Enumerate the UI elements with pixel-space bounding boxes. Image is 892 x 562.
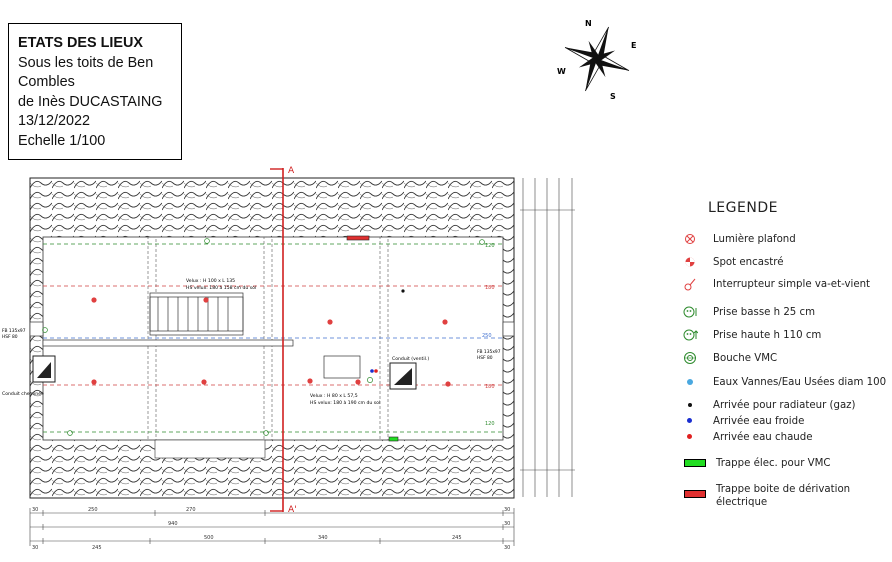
dim-row2-a: 940 — [168, 521, 178, 527]
legend-label: Interrupteur simple va-et-vient — [713, 278, 871, 290]
title-date: 13/12/2022 — [18, 113, 91, 130]
lower-bay-left — [154, 439, 266, 459]
level-180-top: 180 — [485, 285, 495, 291]
legend-item-gas: Arrivée pour radiateur (gaz) — [682, 396, 856, 414]
legend-item-vmc: Bouche VMC — [682, 349, 777, 367]
cold-water-point — [370, 369, 374, 373]
ceiling-light-icon — [682, 231, 698, 247]
legend-label: Prise haute h 110 cm — [713, 329, 822, 341]
staircase — [149, 292, 244, 336]
legend-label: Eaux Vannes/Eau Usées diam 100 — [713, 376, 887, 388]
window-right — [502, 321, 515, 337]
dim-row3-a: 30 — [32, 545, 38, 551]
legend-item-ceiling-light: Lumière plafond — [682, 230, 796, 248]
junction-box-hatch-icon — [682, 486, 708, 502]
velux-small — [323, 355, 361, 379]
recessed-spots — [91, 297, 451, 387]
gas-inlet-icon — [682, 397, 698, 413]
dim-row3-h: 245 — [452, 535, 462, 541]
dimension-lines — [29, 508, 515, 546]
legend-title: LEGENDE — [708, 200, 778, 216]
dim-row3-d: 500 — [204, 535, 214, 541]
side-elevation — [520, 178, 575, 497]
fb-left-height: HSF 80 — [2, 334, 18, 340]
dim-row1-a: 30 — [32, 507, 38, 513]
velux-bottom-height: HS velux: 180 à 190 cm du sol — [310, 399, 380, 406]
velux-top-height: HS velux: 180 à 158 cm du sol — [186, 284, 256, 291]
compass-east: E — [631, 41, 636, 50]
fb-left-size: FB 135x97 — [2, 328, 26, 334]
window-left — [29, 321, 44, 337]
switch-icon — [682, 276, 698, 292]
legend-label: Trappe boite de dérivation électrique — [716, 484, 851, 508]
section-label-top: A — [288, 166, 295, 176]
legend-item-hot-water: Arrivée eau chaude — [682, 428, 813, 446]
cold-water-icon — [682, 413, 698, 429]
title-line-1: Sous les toits de Ben — [18, 54, 154, 71]
legend-item-outlet-high: Prise haute h 110 cm — [682, 326, 821, 344]
outlet-low-icon — [682, 304, 698, 320]
compass-south: S — [610, 92, 616, 101]
title-line-2: Combles — [18, 74, 75, 91]
legend-item-outlet-low: Prise basse h 25 cm — [682, 303, 815, 321]
section-label-bottom: A' — [288, 505, 297, 515]
ridge-beam — [42, 339, 294, 347]
legend-label: Prise basse h 25 cm — [713, 306, 816, 318]
legend-label: Arrivée eau chaude — [713, 431, 813, 443]
level-180-bottom: 180 — [485, 384, 495, 390]
legend-label: Bouche VMC — [713, 352, 778, 364]
level-120-bottom: 120 — [485, 421, 495, 427]
chimney-left — [32, 355, 56, 383]
dim-row1-b: 250 — [88, 507, 98, 513]
dim-row1-e: 30 — [504, 507, 510, 513]
dim-row3-i: 30 — [504, 545, 510, 551]
chimney-left-label: Conduit cheminée — [2, 390, 44, 397]
junction-box-hatch — [346, 235, 370, 241]
vmc-vent-icon — [682, 350, 698, 366]
waste-water-icon — [682, 374, 698, 390]
roof-beams — [147, 236, 389, 441]
title-heading: ETATS DES LIEUX — [18, 35, 143, 51]
recessed-spot-icon — [682, 254, 698, 270]
vmc-hatch-icon — [682, 455, 708, 471]
fb-right-height: HSF 80 — [477, 355, 493, 361]
legend-label: Trappe élec. pour VMC — [716, 457, 831, 469]
floor-plan: A A' 120 180 250 180 120 Velux : H 100 x… — [2, 166, 575, 551]
chimney-right-label: Conduit (ventil.) — [392, 356, 429, 362]
dim-row3-f: 340 — [318, 535, 328, 541]
legend-item-waste-water: Eaux Vannes/Eau Usées diam 100 — [682, 373, 886, 391]
legend-label: Arrivée eau froide — [713, 415, 805, 427]
legend-label: Spot encastré — [713, 256, 784, 268]
outlet-high-icon — [682, 327, 699, 343]
title-block: ETATS DES LIEUX Sous les toits de Ben Co… — [8, 23, 182, 160]
level-250: 250 — [482, 333, 492, 339]
title-line-3: de Inès DUCASTAING — [18, 93, 163, 110]
legend-item-junction-hatch: Trappe boite de dérivation électrique — [682, 483, 866, 511]
compass-west: W — [557, 67, 566, 76]
compass-rose-icon: N E S W — [557, 19, 636, 101]
legend-item-cold-water: Arrivée eau froide — [682, 412, 804, 430]
hot-water-point — [374, 369, 378, 373]
attic-floor — [42, 236, 504, 441]
outlets — [42, 238, 485, 436]
legend-item-vmc-hatch: Trappe élec. pour VMC — [682, 454, 831, 472]
gas-point — [401, 289, 405, 293]
velux-bottom-size: Velux : H 80 x L 57,5 — [310, 393, 358, 399]
compass-north: N — [585, 19, 592, 28]
fb-right-size: FB 135x97 — [477, 349, 501, 355]
dim-row1-c: 270 — [186, 507, 196, 513]
legend-item-recessed-spot: Spot encastré — [682, 253, 784, 271]
velux-top-size: Velux : H 100 x L 135 — [186, 278, 235, 284]
hot-water-icon — [682, 429, 698, 445]
chimney-right — [389, 362, 417, 390]
dim-row2-b: 30 — [504, 521, 510, 527]
vmc-hatch — [388, 436, 399, 442]
legend-item-switch: Interrupteur simple va-et-vient — [682, 275, 870, 293]
legend-label: Arrivée pour radiateur (gaz) — [713, 399, 856, 411]
level-120-top: 120 — [485, 243, 495, 249]
title-scale: Echelle 1/100 — [18, 132, 106, 149]
legend-label: Lumière plafond — [713, 233, 796, 245]
dim-row3-b: 245 — [92, 545, 102, 551]
